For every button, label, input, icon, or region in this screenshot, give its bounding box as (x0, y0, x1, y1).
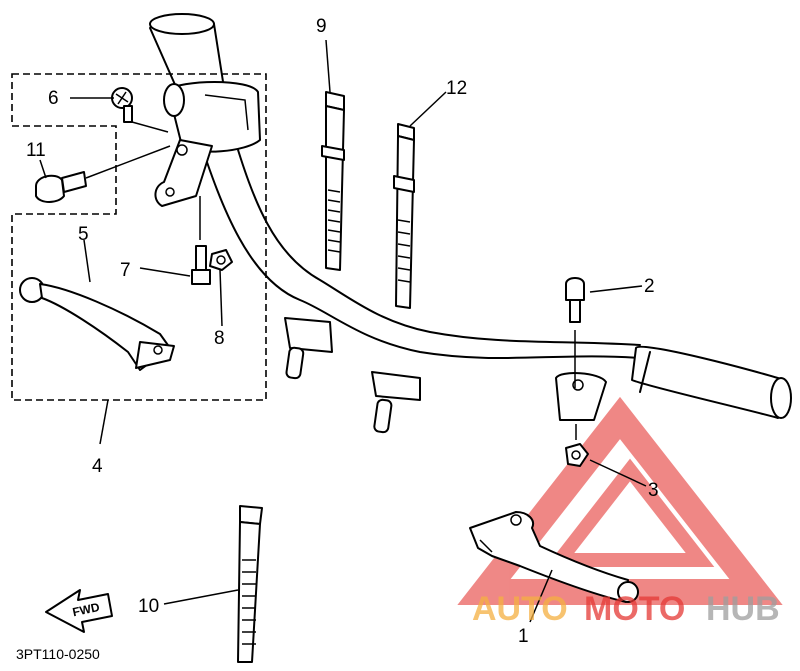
left-lever-holder (154, 81, 261, 207)
fwd-label: FWD (71, 600, 101, 619)
callout-12: 12 (446, 78, 467, 99)
callout-11: 11 (26, 140, 46, 161)
callout-4: 4 (92, 456, 103, 477)
cable-tie-9 (321, 91, 345, 271)
watermark-word-moto: MOTO (584, 590, 685, 628)
drawing-code: 3PT110-0250 (16, 646, 100, 662)
callout-1: 1 (518, 626, 529, 647)
nut-8 (209, 249, 233, 271)
callout-7: 7 (120, 260, 131, 281)
callout-9: 9 (316, 16, 327, 37)
assembly-box (11, 73, 267, 401)
callout-5: 5 (78, 224, 89, 245)
left-lever-5 (19, 277, 175, 371)
bolt-7 (191, 196, 211, 285)
bolt-2 (565, 277, 585, 388)
callout-3: 3 (648, 480, 659, 501)
screw-6 (111, 87, 169, 133)
cable-tie-12 (393, 123, 415, 309)
watermark-text: AUTO MOTO HUB (472, 590, 780, 628)
handlebar (149, 13, 792, 434)
fwd-arrow-icon: FWD (45, 589, 113, 633)
callout-2: 2 (644, 276, 655, 297)
right-lever-1 (469, 511, 639, 603)
nut-3 (565, 424, 589, 467)
callout-10: 10 (138, 596, 159, 617)
watermark-word-auto: AUTO (472, 590, 568, 628)
callout-8: 8 (214, 328, 225, 349)
bolt-11 (35, 145, 171, 203)
callout-6: 6 (48, 88, 59, 109)
watermark-word-hub: HUB (706, 590, 780, 628)
leader-lines (39, 39, 647, 623)
cable-tie-10 (237, 505, 263, 663)
